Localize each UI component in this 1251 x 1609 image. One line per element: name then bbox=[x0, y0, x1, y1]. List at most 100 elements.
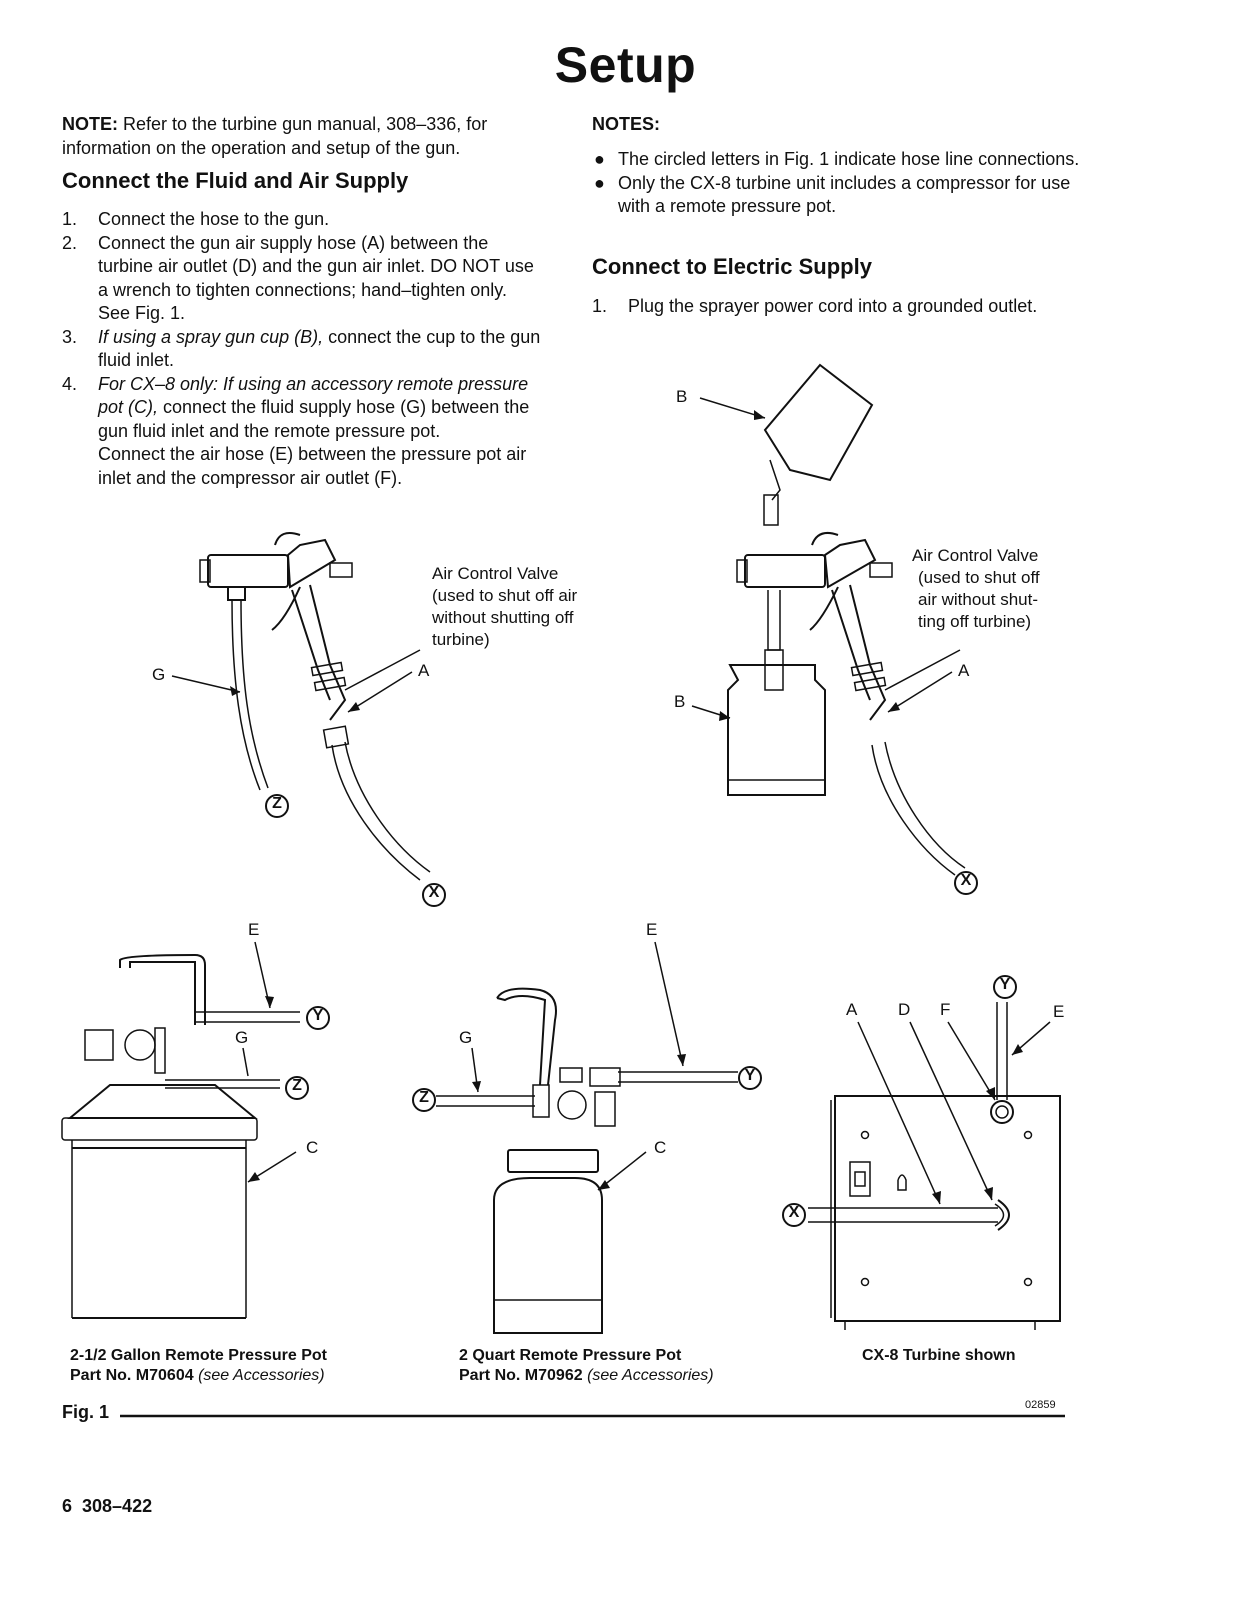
notes-label: NOTES: bbox=[592, 114, 661, 134]
quart-pressure-pot bbox=[436, 987, 738, 1334]
connection-y-label: Y bbox=[999, 976, 1011, 993]
caption-title: 2-1/2 Gallon Remote Pressure Pot bbox=[70, 1347, 327, 1364]
step-item: 1. Plug the sprayer power cord into a gr… bbox=[592, 295, 1072, 319]
callout-g: G bbox=[459, 1028, 473, 1047]
fluid-air-steps: 1. Connect the hose to the gun. 2. Conne… bbox=[62, 208, 542, 490]
connection-x-label: X bbox=[428, 884, 440, 901]
notes-item: ● Only the CX-8 turbine unit includes a c… bbox=[592, 172, 1092, 219]
callout-e: E bbox=[1053, 1002, 1065, 1021]
note-line: without shutting off bbox=[432, 608, 574, 627]
air-control-valve-note-right: Air Control Valve (used to shut off air … bbox=[912, 545, 1040, 633]
caption-part-number: Part No. M70962 bbox=[459, 1367, 583, 1384]
callout-e: E bbox=[248, 920, 260, 939]
spray-gun-right bbox=[727, 363, 966, 876]
step-number: 1. bbox=[62, 209, 78, 229]
step-text: Plug the sprayer power cord into a groun… bbox=[628, 296, 1038, 316]
air-control-valve-note-left: Air Control Valve (used to shut off air … bbox=[432, 563, 577, 651]
caption-gallon-pot: 2-1/2 Gallon Remote Pressure Pot Part No… bbox=[70, 1346, 327, 1386]
arrow-c-left bbox=[247, 1151, 297, 1183]
caption-part-number: Part No. M70604 bbox=[70, 1367, 194, 1384]
arrow-f-turbine bbox=[947, 1021, 996, 1101]
step-number: 3. bbox=[62, 326, 78, 347]
step-item: 4. For CX–8 only: If using an accessory … bbox=[62, 373, 542, 491]
bullet-icon: ● bbox=[594, 149, 605, 169]
note-text: Refer to the turbine gun manual, 308–336… bbox=[62, 114, 488, 158]
callout-a: A bbox=[846, 1000, 858, 1019]
note-paragraph: NOTE: Refer to the turbine gun manual, 3… bbox=[62, 113, 542, 160]
connection-x-icon bbox=[782, 1203, 806, 1227]
callout-a: A bbox=[958, 661, 970, 680]
note-line: Air Control Valve bbox=[432, 564, 559, 583]
step-condition: For CX–8 only: If using an accessory rem… bbox=[98, 373, 529, 418]
caption-reference: (see Accessories) bbox=[198, 1367, 325, 1384]
connection-x-icon bbox=[422, 883, 446, 907]
step-number: 1. bbox=[592, 296, 608, 316]
page-footer-reference: 6 308–422 bbox=[62, 1496, 153, 1516]
note-label: NOTE: bbox=[62, 114, 118, 134]
callout-g: G bbox=[152, 665, 166, 684]
step-number: 2. bbox=[62, 232, 78, 253]
caption-title: 2 Quart Remote Pressure Pot bbox=[459, 1347, 682, 1364]
callout-a: A bbox=[418, 661, 430, 680]
arrow-e-left bbox=[254, 941, 274, 1009]
connection-z-label: Z bbox=[292, 1077, 302, 1094]
note-line: (used to shut off bbox=[918, 568, 1040, 587]
notes-item-text: The circled letters in Fig. 1 indicate h… bbox=[618, 149, 1080, 169]
connection-x-label: X bbox=[960, 872, 972, 889]
step-text: Connect the gun air supply hose (A) betw… bbox=[98, 232, 534, 324]
notes-list: ● The circled letters in Fig. 1 indicate … bbox=[592, 148, 1092, 219]
arrow-e-turbine bbox=[1011, 1021, 1051, 1056]
arrow-a-turbine bbox=[857, 1021, 941, 1205]
callout-f: F bbox=[940, 1000, 951, 1019]
note-line: Air Control Valve bbox=[912, 546, 1039, 565]
electric-steps: 1. Plug the sprayer power cord into a gr… bbox=[592, 295, 1072, 319]
callout-b: B bbox=[676, 387, 688, 406]
note-line: ting off turbine) bbox=[918, 612, 1032, 631]
connection-y-label: Y bbox=[312, 1007, 324, 1024]
connection-z-label: Z bbox=[272, 795, 282, 812]
note-line: air without shut- bbox=[918, 590, 1038, 609]
spray-gun-left bbox=[199, 532, 431, 881]
connection-y-label: Y bbox=[744, 1067, 756, 1084]
step-item: 2. Connect the gun air supply hose (A) b… bbox=[62, 232, 542, 326]
note-line: turbine) bbox=[432, 630, 490, 649]
arrow-b-top bbox=[699, 397, 766, 420]
bullet-icon: ● bbox=[594, 172, 605, 193]
step-text: connect the fluid supply hose (G) betwee… bbox=[98, 397, 530, 441]
callout-e: E bbox=[646, 920, 658, 939]
arrow-e-middle bbox=[654, 941, 686, 1067]
connection-z-label: Z bbox=[419, 1089, 429, 1106]
arrow-a-right bbox=[884, 649, 961, 713]
step-condition: If using a spray gun cup (B), bbox=[98, 326, 324, 347]
step-text: connect the cup to the gun fluid inlet. bbox=[98, 326, 541, 371]
caption-title: CX-8 Turbine shown bbox=[862, 1347, 1016, 1364]
arrow-g-pot bbox=[242, 1047, 249, 1077]
step-text: Connect the hose to the gun. bbox=[98, 209, 330, 229]
figure-label: Fig. 1 bbox=[62, 1402, 110, 1422]
connection-z-icon bbox=[412, 1088, 436, 1112]
connection-x-label: X bbox=[788, 1204, 800, 1221]
caption-quart-pot: 2 Quart Remote Pressure Pot Part No. M70… bbox=[459, 1346, 714, 1386]
section-heading-electric: Connect to Electric Supply bbox=[592, 254, 872, 279]
connection-x-icon bbox=[954, 871, 978, 895]
note-line: (used to shut off air bbox=[432, 586, 578, 605]
connection-y-icon bbox=[993, 975, 1017, 999]
cx8-turbine-unit bbox=[808, 1002, 1061, 1330]
connection-y-icon bbox=[306, 1006, 330, 1030]
connection-y-icon bbox=[738, 1066, 762, 1090]
step-item: 1. Connect the hose to the gun. bbox=[62, 208, 542, 232]
callout-b: B bbox=[674, 692, 686, 711]
arrow-g-left bbox=[171, 675, 241, 696]
callout-c: C bbox=[306, 1138, 319, 1157]
section-heading-fluid-air: Connect the Fluid and Air Supply bbox=[62, 168, 409, 193]
figure-code: 02859 bbox=[1025, 1399, 1056, 1411]
arrow-g-middle bbox=[471, 1047, 481, 1093]
step-extra-text: Connect the air hose (E) between the pre… bbox=[98, 444, 527, 488]
step-item: 3. If using a spray gun cup (B), connect… bbox=[62, 326, 542, 373]
arrow-c-middle bbox=[597, 1151, 647, 1191]
notes-item-text: Only the CX-8 turbine unit includes a co… bbox=[618, 172, 1071, 217]
gallon-pressure-pot bbox=[61, 953, 300, 1319]
callout-g: G bbox=[235, 1028, 249, 1047]
caption-turbine: CX-8 Turbine shown bbox=[862, 1346, 1015, 1366]
